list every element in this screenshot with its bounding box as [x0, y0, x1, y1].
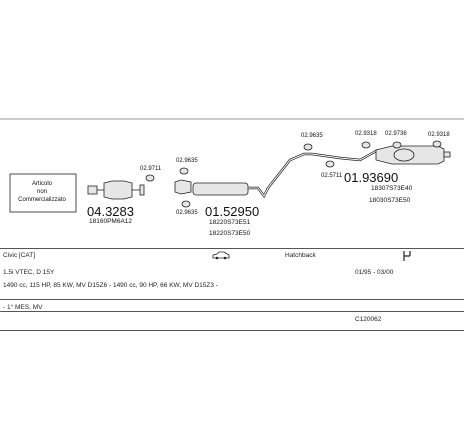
- mid-silencer-part: [174, 152, 312, 208]
- rear-sub-code-1: 18307S73E40: [371, 185, 413, 192]
- car-icon: [212, 251, 230, 262]
- engine-text: 1.5i VTEC, D 15Y: [3, 269, 55, 276]
- cat-small-code: 02.9711: [140, 166, 162, 172]
- cat-sub-code: 18160PM6A12: [89, 218, 132, 225]
- rear-small-a-code: 02.9635: [301, 133, 323, 139]
- cat-main-code: 04.3283: [87, 204, 134, 219]
- rear-small-e-code: 02.5711: [321, 173, 343, 179]
- catalyst-part: [87, 180, 145, 200]
- table-row-gearbox: - 1° MES, MV: [0, 300, 464, 317]
- mid-sub-code-2: 18220S73E50: [209, 230, 251, 237]
- table-row-engine: 1.5i VTEC, D 15Y 01/95 - 03/00: [0, 265, 464, 282]
- model-text: Civic [CAT]: [3, 252, 36, 259]
- gear-icon: [402, 250, 412, 264]
- table-row-spec: 1490 cc, 115 HP, 85 KW, MV D15Z6 - 1490 …: [0, 278, 464, 295]
- note-box: Articolo non Commercializzato: [9, 173, 77, 213]
- rear-silencer-part: [303, 140, 451, 168]
- mid-sub-code-1: 18220S73E51: [209, 219, 251, 226]
- rear-small-d-code: 02.9318: [428, 132, 450, 138]
- rear-small-c-code: 02.9736: [385, 131, 407, 137]
- years-text: 01/95 - 03/00: [355, 269, 394, 276]
- table-bottom-border: [0, 330, 464, 331]
- gearbox-text: - 1° MES, MV: [3, 304, 43, 311]
- spec-text: 1490 cc, 115 HP, 85 KW, MV D15Z6 - 1490 …: [3, 282, 218, 289]
- table-code-border: [0, 311, 464, 312]
- table-top-border: [0, 248, 464, 249]
- table-row-code: C120062: [0, 312, 464, 329]
- note-line-2: non: [37, 189, 47, 195]
- rear-small-b-code: 02.9318: [355, 131, 377, 137]
- rear-main-code: 01.93690: [344, 170, 398, 185]
- mid-small-bottom-code: 02.9635: [176, 210, 198, 216]
- body-text: Hatchback: [285, 252, 316, 259]
- table-mid-border: [0, 299, 464, 300]
- mid-small-top-code: 02.9635: [176, 158, 198, 164]
- note-line-1: Articolo: [32, 181, 53, 187]
- mid-main-code: 01.52950: [205, 204, 259, 219]
- note-line-3: Commercializzato: [18, 197, 66, 203]
- rear-sub-code-2: 18030S73E50: [369, 197, 411, 204]
- table-row-model: Civic [CAT] Hatchback: [0, 248, 464, 265]
- small-gasket-cat: [145, 174, 155, 182]
- code-text: C120062: [355, 316, 382, 323]
